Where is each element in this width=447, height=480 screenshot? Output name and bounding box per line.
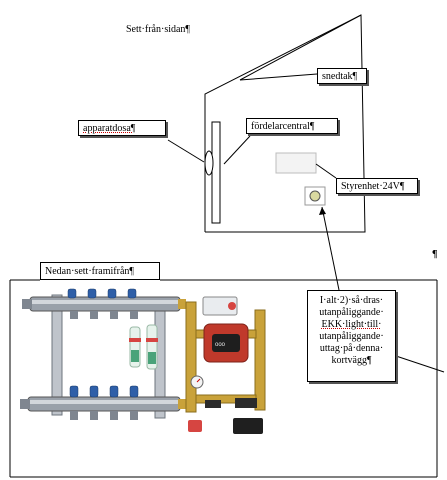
pointer-note [322,207,339,290]
note-line: uttag·på·denna· [310,343,393,355]
side-view-title: Sett·från·sidan¶ [122,22,200,37]
note-line: kortvägg¶ [310,355,393,367]
roof-pointer [240,74,317,80]
note-line: utanpåliggande· [310,307,393,319]
pump-group-illustration: ooo [186,297,265,434]
distribution-callout: fördelarcentral¶ [246,118,338,134]
manifold-illustration [20,289,186,420]
distribution-cabinet-shape [212,122,220,223]
junction-box-callout: apparatdosa¶ [78,120,166,136]
svg-text:ooo: ooo [215,342,226,348]
routing-note-callout: I·alt·2)·så·dras· utanpåliggande· EKK·li… [307,290,396,382]
roof-callout: snedtak¶ [317,68,367,84]
note-line: EKK·light·till· [310,319,393,331]
junction-box-label: apparatdosa¶ [83,123,135,134]
note-line: utanpåliggande· [310,331,393,343]
controller-shape [276,153,316,173]
pointer-styrenhet [316,164,336,178]
junction-box-shape [205,151,213,175]
controller-callout: Styrenhet·24V¶ [336,178,418,194]
paragraph-mark: ¶ [432,249,437,261]
pointer-note-arrowhead [319,207,326,215]
pointer-fordelarcentral [224,136,250,164]
note-line: I·alt·2)·så·dras· [310,295,393,307]
flowmeter-glasses [129,325,158,369]
socket-hole [310,191,320,201]
front-view-title: Nedan·sett·framifrån¶ [40,262,160,280]
pointer-apparatdosa [168,140,204,162]
